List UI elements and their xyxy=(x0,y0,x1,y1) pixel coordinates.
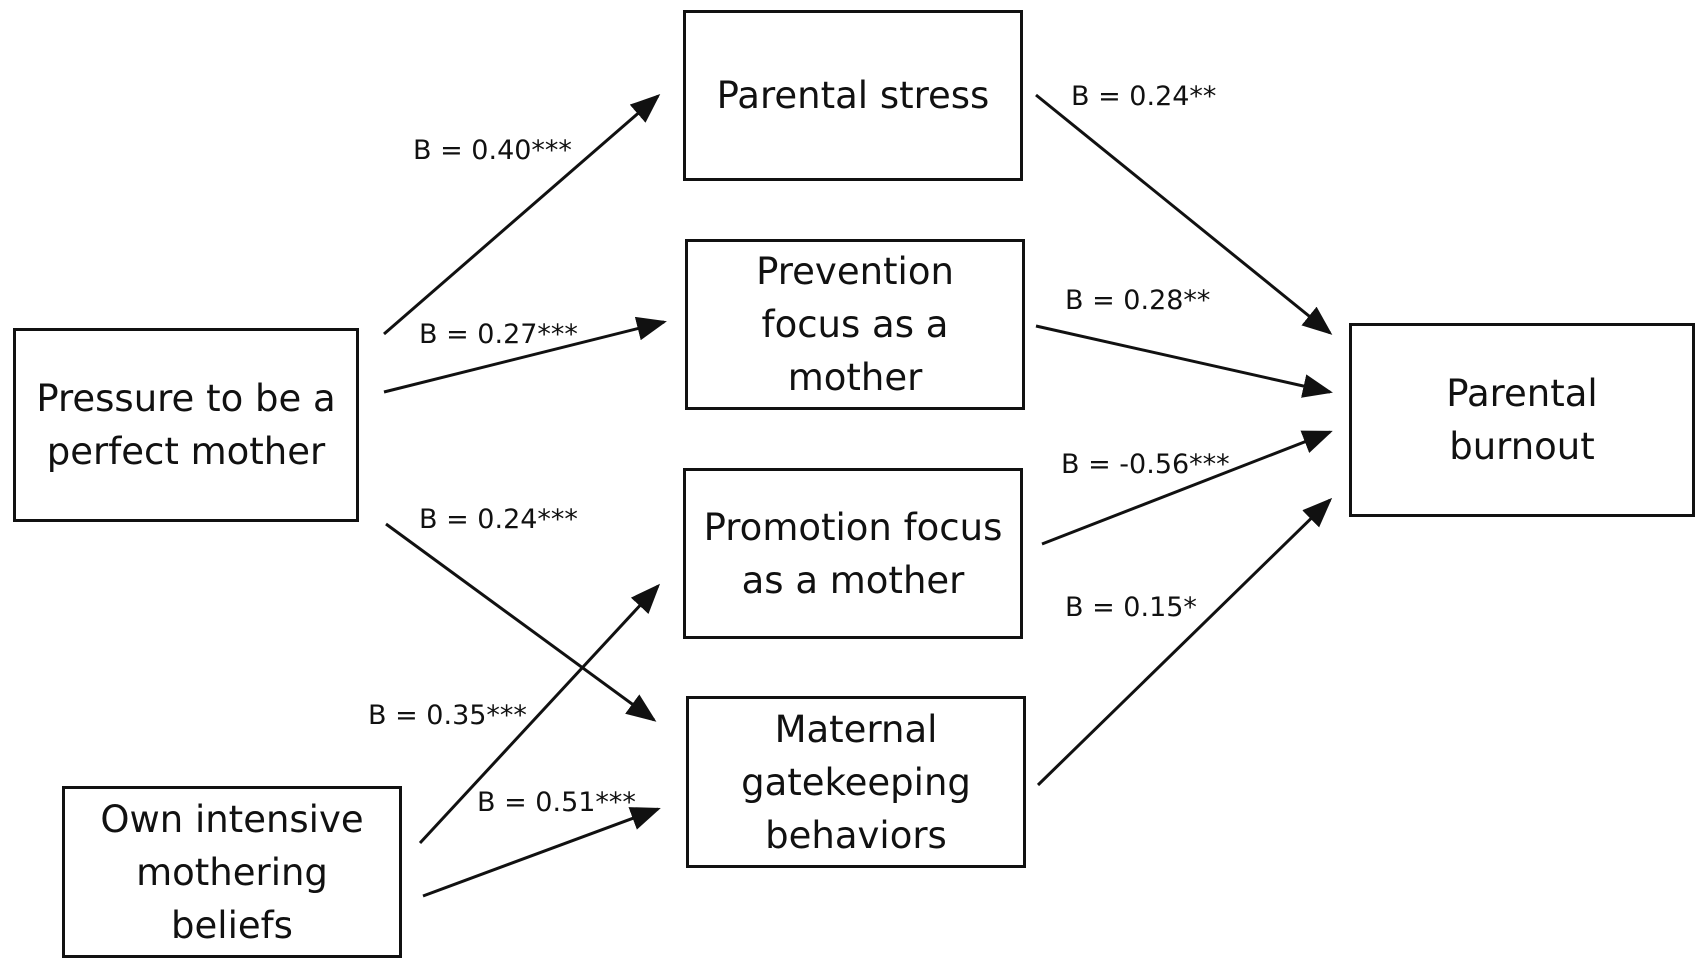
arrow-prevention-to-burnout xyxy=(1035,324,1333,398)
arrow-pressure-to-prevention xyxy=(383,316,667,394)
arrow-stress-to-burnout xyxy=(1035,93,1333,335)
coef-pressure-stress: B = 0.40*** xyxy=(413,135,572,166)
node-label: Promotion focus as a mother xyxy=(703,505,1003,602)
node-label: Parental burnout xyxy=(1446,372,1598,468)
coef-gatekeeping-burnout: B = 0.15* xyxy=(1065,592,1197,623)
arrow-pressure-to-stress xyxy=(383,94,661,336)
node-label: Own intensive mothering beliefs xyxy=(100,797,364,947)
coef-promotion-burnout: B = -0.56*** xyxy=(1061,449,1230,480)
node-intensive-mothering-beliefs: Own intensive mothering beliefs xyxy=(62,786,402,958)
node-parental-stress: Parental stress xyxy=(683,10,1023,181)
coef-pressure-prevention: B = 0.27*** xyxy=(419,319,578,350)
node-pressure-perfect-mother: Pressure to be a perfect mother xyxy=(13,328,359,522)
coef-intensive-gatekeeping: B = 0.51*** xyxy=(477,787,636,818)
node-label: Pressure to be a perfect mother xyxy=(36,377,336,473)
node-label: Prevention focus as a mother xyxy=(756,250,954,399)
node-prevention-focus: Prevention focus as a mother xyxy=(685,239,1025,410)
arrow-intensive-to-gatekeeping xyxy=(422,807,661,898)
node-label: Maternal gatekeeping behaviors xyxy=(741,707,971,857)
arrow-pressure-to-gatekeeping xyxy=(385,522,657,722)
node-parental-burnout: Parental burnout xyxy=(1349,323,1695,517)
node-label: Parental stress xyxy=(716,74,990,117)
arrow-gatekeeping-to-burnout xyxy=(1036,497,1333,787)
coef-stress-burnout: B = 0.24** xyxy=(1071,81,1217,112)
coef-prevention-burnout: B = 0.28** xyxy=(1065,285,1211,316)
node-promotion-focus: Promotion focus as a mother xyxy=(683,468,1023,639)
node-maternal-gatekeeping: Maternal gatekeeping behaviors xyxy=(686,696,1026,868)
arrow-promotion-to-burnout xyxy=(1041,430,1333,546)
arrow-intensive-to-promotion xyxy=(418,583,661,845)
coef-intensive-promotion: B = 0.35*** xyxy=(368,700,527,731)
coef-pressure-gatekeeping: B = 0.24*** xyxy=(419,504,578,535)
